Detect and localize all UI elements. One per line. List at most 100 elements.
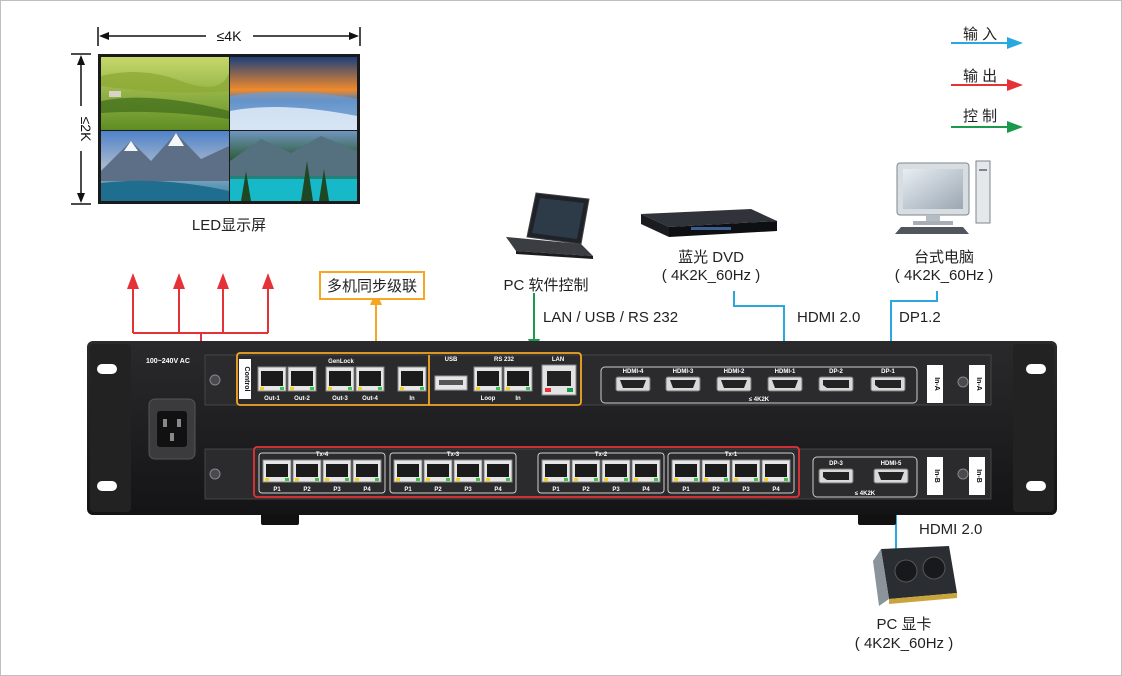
control-panel: Control GenLock USB RS 232 LAN — [236, 352, 582, 406]
tx-port-label: P3 — [742, 487, 750, 493]
gpu-spec: ( 4K2K_60Hz ) — [854, 635, 954, 652]
genlock-port[interactable] — [287, 366, 317, 392]
input-module-a: ≤ 4K2K In-A In-A — [600, 365, 985, 404]
gpu-link-label: HDMI 2.0 — [919, 521, 983, 538]
rs232-label: RS 232 — [494, 357, 515, 363]
bluray-player-image — [641, 209, 777, 237]
bluray-spec: ( 4K2K_60Hz ) — [661, 267, 761, 284]
tx-port-label: P3 — [612, 487, 620, 493]
pc-control-link-label: LAN / USB / RS 232 — [543, 309, 679, 326]
rs232-port[interactable] — [503, 366, 533, 392]
tx-port-label: P1 — [682, 487, 690, 493]
in-a-port-label: HDMI-3 — [673, 369, 694, 375]
tx-port-label: P4 — [363, 487, 371, 493]
hdmi-port[interactable] — [665, 376, 701, 392]
tx-port[interactable] — [601, 459, 631, 483]
dp-port[interactable] — [818, 468, 854, 484]
gpu-image — [873, 546, 957, 606]
legend-control-label: 控 制 — [963, 108, 998, 125]
in-b-port-label: HDMI-5 — [881, 461, 902, 467]
in-a-note: ≤ 4K2K — [749, 397, 770, 403]
tx-port-label: P4 — [772, 487, 780, 493]
tx-port-label: P4 — [642, 487, 650, 493]
tx-group-label: Tx-3 — [447, 452, 460, 458]
tx-port-label: P1 — [273, 487, 281, 493]
rs232-port[interactable] — [473, 366, 503, 392]
tx-port-label: P2 — [712, 487, 720, 493]
genlock-port-label: In — [409, 396, 415, 402]
in-b-label: In-B — [933, 469, 940, 483]
desktop-link-label: DP1.2 — [899, 309, 941, 326]
tx-port[interactable] — [671, 459, 701, 483]
desktop-image — [895, 160, 991, 234]
tx-port[interactable] — [423, 459, 453, 483]
tx-port[interactable] — [352, 459, 382, 483]
tx-port[interactable] — [631, 459, 661, 483]
tx-port-label: P4 — [494, 487, 502, 493]
tx-port[interactable] — [393, 459, 423, 483]
desktop-name: 台式电脑 — [913, 249, 975, 266]
rs232-port-label: Loop — [481, 396, 496, 402]
led-dimensions — [71, 27, 361, 205]
tx-port-label: P1 — [404, 487, 412, 493]
tx-group: Tx-2P1 P2 P3 P4 — [537, 452, 665, 494]
dp-port[interactable] — [818, 376, 854, 392]
input-module-b: ≤ 4K2K In-B In-B — [812, 456, 985, 498]
tx-port-label: P2 — [303, 487, 311, 493]
in-a-port-label: HDMI-2 — [724, 369, 745, 375]
tx-port-label: P1 — [552, 487, 560, 493]
tx-port[interactable] — [483, 459, 513, 483]
in-a-label-right: In-A — [975, 377, 982, 391]
led-display — [98, 54, 360, 204]
genlock-port-label: Out-2 — [294, 396, 310, 402]
tx-group-label: Tx-2 — [595, 452, 608, 458]
in-a-port-label: HDMI-1 — [775, 369, 796, 375]
bluray-link-label: HDMI 2.0 — [797, 309, 861, 326]
hdmi-port[interactable] — [873, 468, 909, 484]
tx-port[interactable] — [731, 459, 761, 483]
hdmi-port[interactable] — [716, 376, 752, 392]
desktop-spec: ( 4K2K_60Hz ) — [894, 267, 994, 284]
genlock-label: GenLock — [328, 359, 354, 365]
output-arrowheads — [127, 273, 274, 289]
led-image-terraces — [101, 57, 229, 130]
dp-port[interactable] — [870, 376, 906, 392]
led-image-lake-forest — [230, 131, 357, 201]
led-width-label: ≤4K — [217, 28, 242, 44]
bluray-name: 蓝光 DVD — [678, 249, 744, 266]
in-a-port-label: HDMI-4 — [623, 369, 644, 375]
output-panel — [253, 446, 800, 498]
usb-label: USB — [445, 357, 458, 363]
tx-port[interactable] — [262, 459, 292, 483]
in-b-note: ≤ 4K2K — [855, 491, 876, 497]
tx-port[interactable] — [701, 459, 731, 483]
in-a-label: In-A — [933, 377, 940, 391]
tx-port[interactable] — [322, 459, 352, 483]
tx-port[interactable] — [571, 459, 601, 483]
tx-port[interactable] — [453, 459, 483, 483]
legend-output-label: 输 出 — [963, 68, 998, 85]
led-height-label: ≤2K — [78, 117, 94, 142]
in-a-port-label: DP-1 — [881, 369, 895, 375]
tx-port-label: P2 — [582, 487, 590, 493]
hdmi-port[interactable] — [767, 376, 803, 392]
genlock-port[interactable] — [325, 366, 355, 392]
genlock-port[interactable] — [355, 366, 385, 392]
tx-port[interactable] — [292, 459, 322, 483]
tx-port[interactable] — [541, 459, 571, 483]
tx-port[interactable] — [761, 459, 791, 483]
gpu-name: PC 显卡 — [876, 616, 932, 633]
tx-port-label: P2 — [434, 487, 442, 493]
laptop-image — [506, 192, 593, 259]
led-label: LED显示屏 — [191, 217, 267, 234]
led-image-sunset-sea — [230, 57, 357, 130]
genlock-port[interactable] — [257, 366, 287, 392]
genlock-port[interactable] — [397, 366, 427, 392]
hdmi-port[interactable] — [615, 376, 651, 392]
